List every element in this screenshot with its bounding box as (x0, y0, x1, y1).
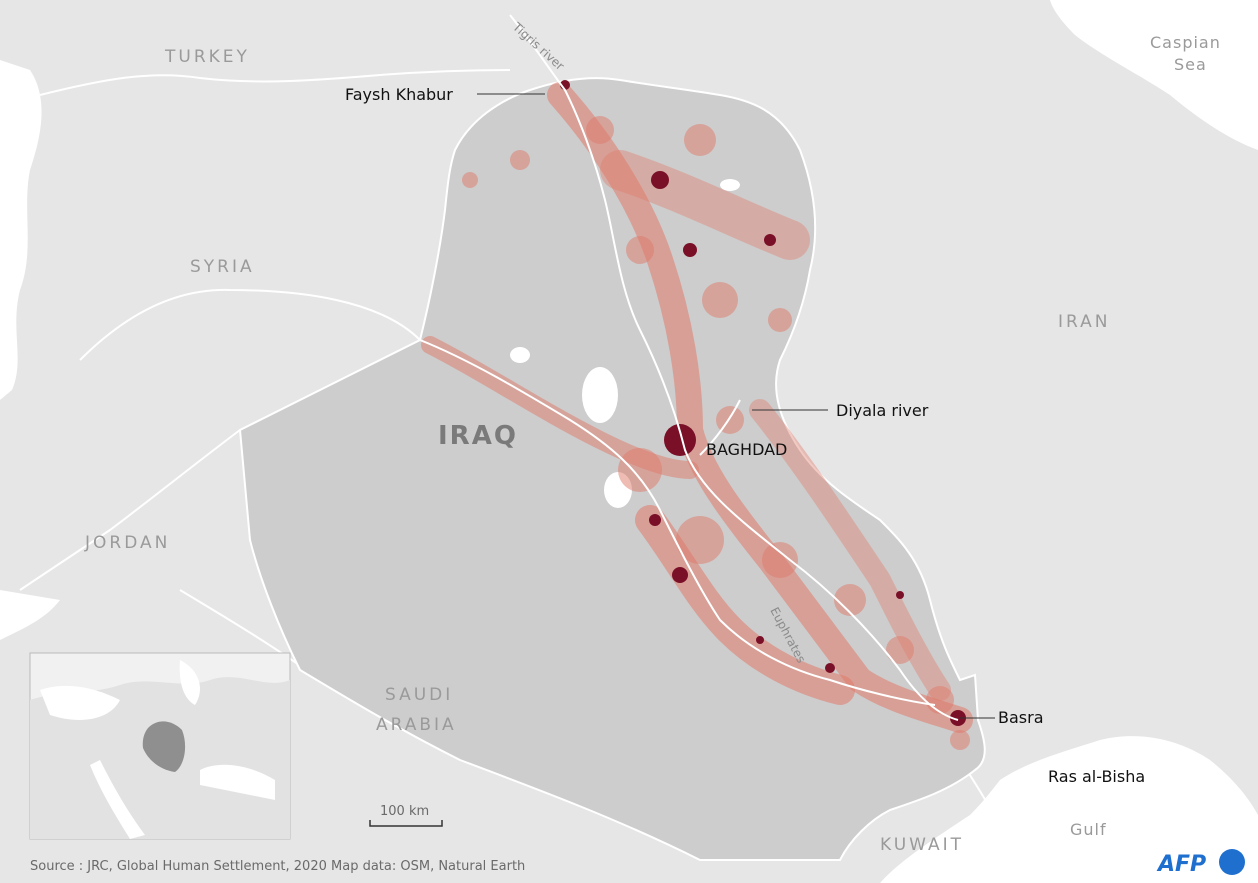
label-basra: Basra (998, 708, 1044, 727)
label-ras-al-bisha: Ras al-Bisha (1048, 767, 1145, 786)
label-diyala: Diyala river (836, 401, 929, 420)
afp-logo: AFP (1156, 849, 1245, 877)
tigris-river (509, 14, 959, 721)
afp-logo-text: AFP (1156, 852, 1206, 877)
label-baghdad: BAGHDAD (706, 440, 787, 459)
label-turkey: TURKEY (164, 47, 250, 67)
label-syria: SYRIA (190, 257, 255, 277)
label-caspian-1: Caspian (1150, 33, 1221, 52)
scale-label: 100 km (380, 804, 429, 819)
source-note: Source : JRC, Global Human Settlement, 2… (30, 859, 525, 874)
rivers (419, 14, 959, 721)
label-saudi-line2: ARABIA (376, 715, 457, 735)
scale-bar: 100 km (369, 804, 443, 827)
label-saudi-line1: SAUDI (385, 685, 453, 705)
label-iraq: IRAQ (438, 421, 518, 451)
label-faysh-khabur: Faysh Khabur (345, 85, 453, 104)
label-iran: IRAN (1058, 312, 1110, 332)
label-jordan: JORDAN (84, 533, 170, 553)
afp-logo-circle (1219, 849, 1245, 875)
euphrates-river (419, 339, 936, 706)
diyala-river (699, 399, 741, 456)
red-sea (0, 590, 60, 640)
caspian-sea (1050, 0, 1258, 150)
label-kuwait: KUWAIT (880, 835, 964, 855)
label-gulf: Gulf (1070, 820, 1107, 839)
mediterranean-sea (0, 60, 42, 400)
inset-locator-map (29, 652, 291, 840)
leader-lines (477, 93, 995, 719)
persian-gulf (880, 736, 1258, 883)
label-caspian-2: Sea (1174, 55, 1207, 74)
